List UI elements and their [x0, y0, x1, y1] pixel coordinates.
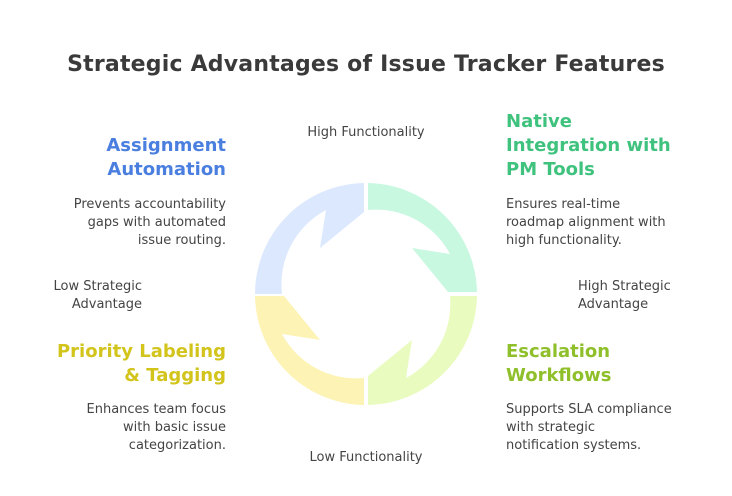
quadrant-top-right-heading-line-2: Integration with	[506, 135, 671, 156]
quadrant-top-left-description: Prevents accountability gaps with automa…	[20, 196, 226, 250]
cycle-segment-bottom-right	[368, 296, 477, 405]
axis-label-bottom: Low Functionality	[280, 449, 452, 467]
quadrant-top-left-desc-line-2: gaps with automated	[87, 215, 226, 230]
quadrant-bottom-left-desc-line-1: Enhances team focus	[86, 402, 227, 417]
quadrant-bottom-right-desc-line-3: notification systems.	[506, 438, 642, 453]
quadrant-bottom-left-heading-line-1: Priority Labeling	[56, 341, 226, 362]
cycle-segment-bottom-left	[255, 296, 364, 405]
quadrant-top-left-desc-line-1: Prevents accountability	[73, 197, 226, 212]
axis-label-right-line-1: High Strategic	[578, 279, 671, 294]
axis-label-top: High Functionality	[280, 124, 452, 142]
quadrant-bottom-left-desc-line-3: categorization.	[128, 438, 226, 453]
axis-label-right-line-2: Advantage	[578, 297, 649, 312]
quadrant-bottom-right-heading-line-1: Escalation	[506, 341, 611, 362]
quadrant-bottom-right-desc-line-2: with strategic	[506, 420, 596, 435]
quadrant-bottom-right-heading: Escalation Workflows	[506, 340, 716, 388]
quadrant-bottom-right-heading-line-2: Workflows	[506, 365, 612, 386]
quadrant-top-left-heading: Assignment Automation	[40, 134, 226, 182]
quadrant-top-left-desc-line-3: issue routing.	[137, 233, 226, 248]
quadrant-top-right-desc-line-3: high functionality.	[506, 233, 622, 248]
quadrant-bottom-left-heading-line-2: & Tagging	[124, 365, 226, 386]
quadrant-bottom-left-heading: Priority Labeling & Tagging	[20, 340, 226, 388]
quadrant-bottom-left-description: Enhances team focus with basic issue cat…	[20, 401, 227, 455]
axis-label-left-line-2: Advantage	[71, 297, 142, 312]
quadrant-top-right-heading-line-3: PM Tools	[506, 159, 595, 180]
quadrant-top-right-description: Ensures real-time roadmap alignment with…	[506, 196, 716, 250]
quadrant-bottom-left-desc-line-2: with basic issue	[123, 420, 226, 435]
cycle-segment-top-left	[255, 183, 364, 294]
quadrant-top-right-heading: Native Integration with PM Tools	[506, 110, 716, 182]
quadrant-top-right-desc-line-2: roadmap alignment with	[506, 215, 666, 230]
axis-label-bottom-text: Low Functionality	[309, 450, 423, 465]
quadrant-bottom-right-desc-line-1: Supports SLA compliance	[506, 402, 672, 417]
axis-label-right: High Strategic Advantage	[578, 278, 708, 314]
quadrant-bottom-right-description: Supports SLA compliance with strategic n…	[506, 401, 716, 455]
quadrant-top-left-heading-line-2: Automation	[107, 159, 226, 180]
quadrant-top-left-heading-line-1: Assignment	[106, 135, 226, 156]
quadrant-top-right-desc-line-1: Ensures real-time	[506, 197, 621, 212]
axis-label-left-line-1: Low Strategic	[53, 279, 143, 294]
axis-label-top-text: High Functionality	[307, 125, 425, 140]
quadrant-top-right-heading-line-1: Native	[506, 111, 572, 132]
diagram-title: Strategic Advantages of Issue Tracker Fe…	[67, 52, 665, 77]
cycle-ring	[255, 183, 477, 405]
axis-label-left: Low Strategic Advantage	[20, 278, 143, 314]
cycle-segment-top-right	[368, 183, 477, 292]
